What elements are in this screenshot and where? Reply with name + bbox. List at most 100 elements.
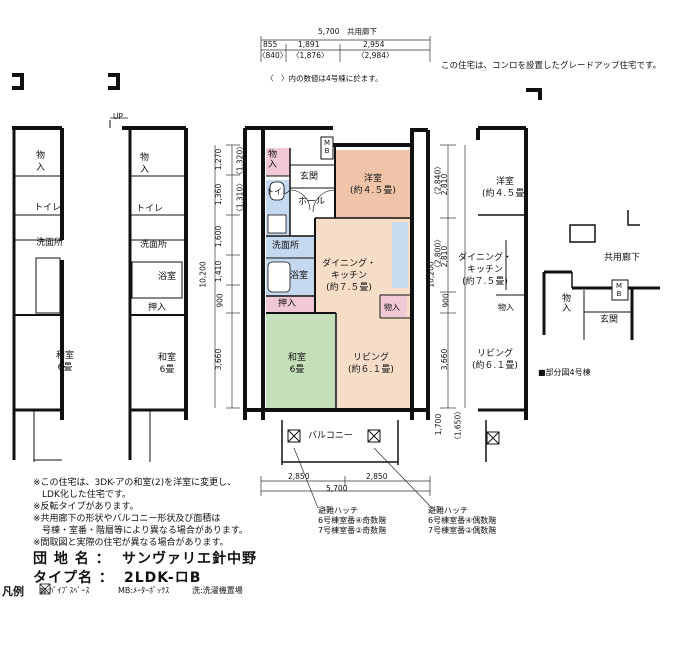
left-seg-1: 1,270	[214, 148, 224, 171]
left-total-dim: 10,200	[198, 261, 208, 288]
balcony-seg-1: 1,700	[434, 413, 444, 436]
fill-oshiire	[266, 296, 314, 314]
top-total-dim: 5,700 共用廊下	[318, 27, 377, 36]
left-plan-b	[108, 73, 188, 462]
main-dining: ダイニング・ キッチン (約７.５畳)	[322, 259, 377, 293]
main-bath: 浴室	[290, 271, 309, 281]
fill-monoire	[266, 148, 290, 176]
balcony-area	[281, 420, 433, 509]
fill-monoire-right	[381, 295, 407, 317]
main-youshitsu: 洋室 (約４.５畳)	[350, 174, 396, 196]
left-plan-a	[12, 73, 64, 462]
right-seg-5: 900	[441, 293, 451, 308]
bracket-note: 〈 〉内の数値は4号棟に於ます。	[266, 74, 383, 83]
main-genkan: 玄関	[300, 172, 319, 182]
right-dining: ダイニング・ キッチン (約７.５畳)	[458, 253, 513, 287]
main-washroom: 洗面所	[272, 241, 300, 251]
main-monoire: 物 入	[268, 150, 278, 170]
danchi-value: サンヴァリエ針中野	[122, 551, 257, 567]
left-seg-1b: 〈1,320〉	[235, 142, 245, 179]
left-seg-3: 1,600	[214, 225, 224, 248]
note-5: 号棟・室番・階層等により異なる場合があります。	[33, 526, 248, 536]
right-seg-6: 3,660	[440, 348, 450, 371]
main-toilet: トイレ	[266, 187, 290, 196]
left-a-monoire: 物 入	[36, 151, 46, 173]
left-a-toilet: トイレ	[34, 203, 62, 213]
left-b-washitsu: 和室 6畳	[158, 353, 177, 375]
main-monoire-right: 物入	[384, 303, 400, 312]
top-seg-2b: 〈1,876〉	[292, 51, 329, 60]
note-4: ※共用廊下の形状やバルコニー形状及び面積は	[33, 514, 221, 524]
right-seg-2: 2,810	[440, 173, 450, 196]
left-b-bath: 浴室	[158, 272, 177, 282]
left-b-up: UP	[113, 112, 124, 121]
note-1: ※この住宅は、3DK-アの和室(2)を洋室に変更し、	[33, 478, 237, 488]
top-seg-1b: 〈840〉	[258, 51, 288, 60]
right-plan	[476, 88, 542, 462]
top-seg-3b: 〈2,984〉	[357, 51, 394, 60]
hatch-left-title: 避難ハッチ	[318, 506, 358, 515]
fill-washroom	[266, 236, 314, 258]
fill-kitchen	[392, 222, 408, 288]
main-washitsu: 和室 6畳	[288, 353, 307, 375]
left-b-oshiire: 押入	[148, 303, 167, 313]
left-seg-2: 1,360	[214, 183, 224, 206]
bottom-dim-a: 2,850	[288, 472, 310, 481]
partial-monoire: 物 入	[562, 294, 572, 314]
main-plan-walls	[243, 126, 430, 420]
fill-youshitsu	[335, 150, 410, 230]
left-seg-6: 3,660	[214, 348, 224, 371]
type-label: タイプ名 ：	[33, 570, 114, 586]
partial-figure	[542, 210, 660, 340]
bottom-dim-b: 2,850	[366, 472, 388, 481]
hatch-left-l1: 6号棟室番④奇数階	[318, 516, 387, 525]
main-plan-fills	[266, 148, 410, 408]
right-seg-4: 2,810	[440, 245, 450, 268]
legend-ps: ⊠:ﾊﾟｲﾌﾟｽﾍﾟｰｽ	[40, 586, 90, 595]
top-seg-1: 855	[263, 40, 278, 49]
type-value: 2LDK-ロB	[124, 570, 202, 586]
balcony-seg-2: 〈1,650〉	[453, 407, 463, 444]
left-b-washroom: 洗面所	[140, 240, 168, 250]
balcony-label: バルコニー	[308, 431, 353, 441]
legend-marks	[39, 583, 51, 595]
legend-title: 凡例	[2, 585, 24, 598]
hatch-right-l2: 7号棟室番②偶数階	[428, 526, 497, 535]
left-a-washroom: 洗面所	[36, 238, 64, 248]
hatch-right-title: 避難ハッチ	[428, 506, 468, 515]
note-6: ※間取図と実際の住宅が異なる場合があります。	[33, 538, 229, 548]
grade-note: この住宅は、コンロを設置したグレードアップ住宅です。	[441, 61, 662, 71]
left-b-monoire: 物 入	[140, 153, 150, 175]
main-oshiire: 押入	[278, 299, 297, 309]
note-3: ※反転タイプがあります。	[33, 502, 139, 512]
top-seg-3: 2,954	[363, 40, 385, 49]
main-mb: M B	[324, 139, 331, 155]
left-seg-2b: 〈1,310〉	[235, 179, 245, 216]
main-hall: ホール	[298, 197, 326, 207]
partial-genkan: 玄関	[600, 315, 619, 325]
left-seg-4: 1,410	[214, 260, 224, 283]
note-2: LDK化した住宅です。	[33, 490, 131, 500]
right-living: リビング (約６.１畳)	[472, 349, 518, 371]
danchi-label: 団 地 名 ：	[33, 551, 111, 567]
left-a-washitsu: 和室 6畳	[56, 351, 75, 373]
partial-corridor: 共用廊下	[604, 253, 641, 263]
legend-mb: MB:ﾒｰﾀｰﾎﾞｯｸｽ	[118, 586, 170, 595]
partial-note: ■部分図4号棟	[538, 368, 591, 377]
right-youshitsu: 洋室 (約４.５畳)	[482, 177, 528, 199]
top-seg-2: 1,891	[298, 40, 320, 49]
top-dimension-lines	[260, 36, 431, 62]
partial-mb: M B	[616, 282, 623, 298]
bottom-dim-total: 5,700	[326, 484, 348, 493]
left-b-toilet: トイレ	[136, 204, 164, 214]
left-seg-5: 900	[215, 293, 225, 308]
legend-wash: 洗:洗濯機置場	[192, 586, 243, 595]
main-living: リビング (約６.１畳)	[348, 353, 394, 375]
hatch-left-l2: 7号棟室番②奇数階	[318, 526, 387, 535]
right-monoire: 物入	[498, 303, 514, 312]
bottom-dimension-lines	[260, 476, 431, 496]
vertical-dimension-lines	[214, 144, 466, 409]
hatch-right-l1: 6号棟室番④偶数階	[428, 516, 497, 525]
fill-washitsu	[266, 313, 336, 408]
